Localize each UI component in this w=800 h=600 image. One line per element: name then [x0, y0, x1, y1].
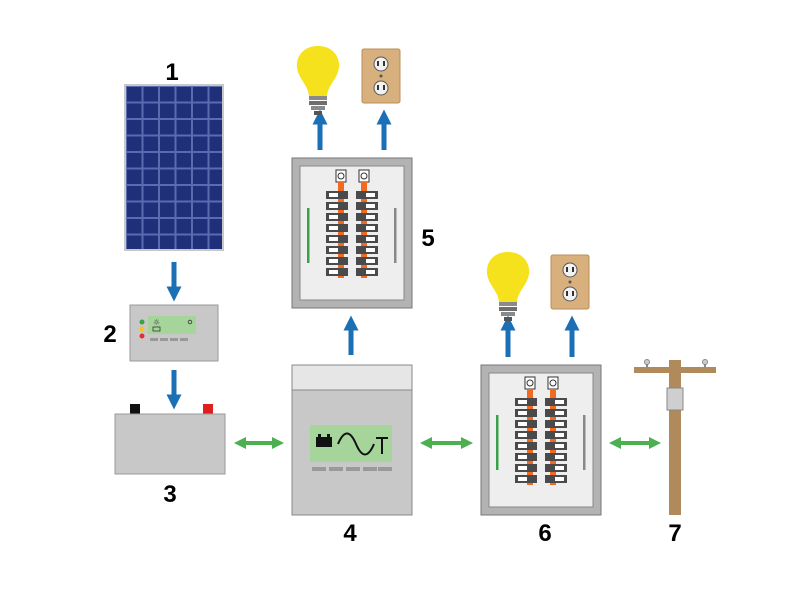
- battery: [114, 404, 226, 475]
- svg-text:☼: ☼: [153, 318, 160, 327]
- label-3: 3: [163, 481, 176, 508]
- backup-load-panel: [292, 158, 412, 308]
- label-7: 7: [668, 520, 681, 547]
- label-6: 6: [538, 520, 551, 547]
- solar-panel: [124, 84, 224, 251]
- charge-controller: ☼: [129, 304, 219, 362]
- light-bulb-icon: [486, 252, 530, 321]
- outlet-icon: [550, 254, 590, 310]
- outlet-icon: [361, 48, 401, 104]
- label-5: 5: [421, 225, 434, 252]
- label-2: 2: [103, 321, 116, 348]
- label-1: 1: [165, 59, 178, 86]
- inverter: [291, 364, 413, 516]
- label-4: 4: [343, 520, 357, 547]
- utility-pole: [634, 359, 716, 515]
- main-panel: [481, 365, 601, 515]
- light-bulb-icon: [296, 46, 340, 115]
